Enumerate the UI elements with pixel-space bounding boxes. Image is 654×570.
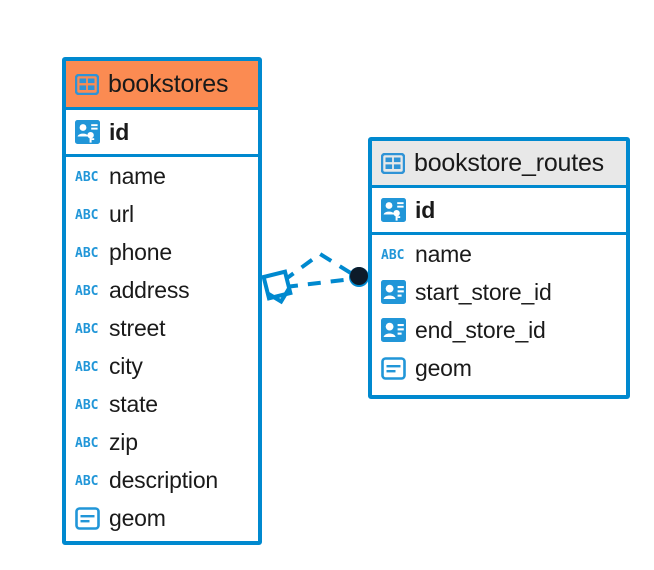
field-label: geom	[415, 354, 472, 381]
svg-text:ABC: ABC	[75, 436, 98, 449]
field-label: state	[109, 390, 158, 417]
field-label: url	[109, 200, 134, 227]
svg-text:ABC: ABC	[75, 284, 98, 297]
foreign-key-icon	[381, 280, 406, 304]
field-label: id	[109, 118, 130, 145]
abc-text-icon: ABC	[75, 208, 100, 221]
svg-text:ABC: ABC	[75, 360, 98, 373]
field-row-street[interactable]: ABC street	[66, 309, 258, 347]
abc-text-icon: ABC	[75, 170, 100, 183]
field-row-id[interactable]: id	[66, 110, 258, 157]
svg-text:ABC: ABC	[75, 246, 98, 259]
entity-title: bookstore_routes	[414, 148, 604, 177]
abc-text-icon: ABC	[75, 474, 100, 487]
relationship-link-arc	[281, 251, 356, 283]
field-row-name[interactable]: ABC name	[372, 235, 626, 273]
field-row-geom[interactable]: geom	[66, 499, 258, 537]
svg-text:ABC: ABC	[75, 170, 98, 183]
field-label: phone	[109, 238, 172, 265]
field-row-state[interactable]: ABC state	[66, 385, 258, 423]
field-label: end_store_id	[415, 316, 546, 343]
field-row-zip[interactable]: ABC zip	[66, 423, 258, 461]
svg-text:ABC: ABC	[381, 248, 404, 261]
geometry-icon	[381, 356, 406, 380]
primary-key-icon	[381, 198, 406, 222]
field-row-url[interactable]: ABC url	[66, 195, 258, 233]
abc-text-icon: ABC	[75, 284, 100, 297]
entity-header-bookstore-routes: bookstore_routes	[372, 141, 626, 188]
abc-text-icon: ABC	[381, 248, 406, 261]
field-row-geom[interactable]: geom	[372, 349, 626, 387]
field-row-id[interactable]: id	[372, 188, 626, 235]
svg-text:ABC: ABC	[75, 322, 98, 335]
field-label: name	[415, 240, 472, 267]
field-label: geom	[109, 504, 166, 531]
entity-header-bookstores: bookstores	[66, 61, 258, 110]
table-icon	[75, 73, 99, 95]
abc-text-icon: ABC	[75, 398, 100, 411]
entity-bookstores[interactable]: bookstores id ABC	[62, 57, 262, 545]
field-row-phone[interactable]: ABC phone	[66, 233, 258, 271]
field-label: address	[109, 276, 190, 303]
diamond-endpoint-icon	[261, 269, 293, 305]
entity-bookstore-routes[interactable]: bookstore_routes id ABC	[368, 137, 630, 399]
svg-text:ABC: ABC	[75, 398, 98, 411]
field-label: street	[109, 314, 166, 341]
relationship-link-straight	[284, 277, 353, 289]
field-row-address[interactable]: ABC address	[66, 271, 258, 309]
field-row-end-store-id[interactable]: end_store_id	[372, 311, 626, 349]
svg-text:ABC: ABC	[75, 474, 98, 487]
field-label: start_store_id	[415, 278, 552, 305]
geometry-icon	[75, 506, 100, 530]
circle-endpoint-icon	[349, 267, 369, 287]
field-row-city[interactable]: ABC city	[66, 347, 258, 385]
abc-text-icon: ABC	[75, 322, 100, 335]
table-icon	[381, 152, 405, 174]
field-label: zip	[109, 428, 138, 455]
field-label: name	[109, 162, 166, 189]
entity-title: bookstores	[108, 69, 229, 98]
abc-text-icon: ABC	[75, 246, 100, 259]
foreign-key-icon	[381, 318, 406, 342]
primary-key-icon	[75, 120, 100, 144]
abc-text-icon: ABC	[75, 436, 100, 449]
svg-text:ABC: ABC	[75, 208, 98, 221]
field-label: city	[109, 352, 143, 379]
abc-text-icon: ABC	[75, 360, 100, 373]
field-row-start-store-id[interactable]: start_store_id	[372, 273, 626, 311]
field-label: description	[109, 466, 219, 493]
field-label: id	[415, 196, 436, 223]
field-row-description[interactable]: ABC description	[66, 461, 258, 499]
field-row-name[interactable]: ABC name	[66, 157, 258, 195]
